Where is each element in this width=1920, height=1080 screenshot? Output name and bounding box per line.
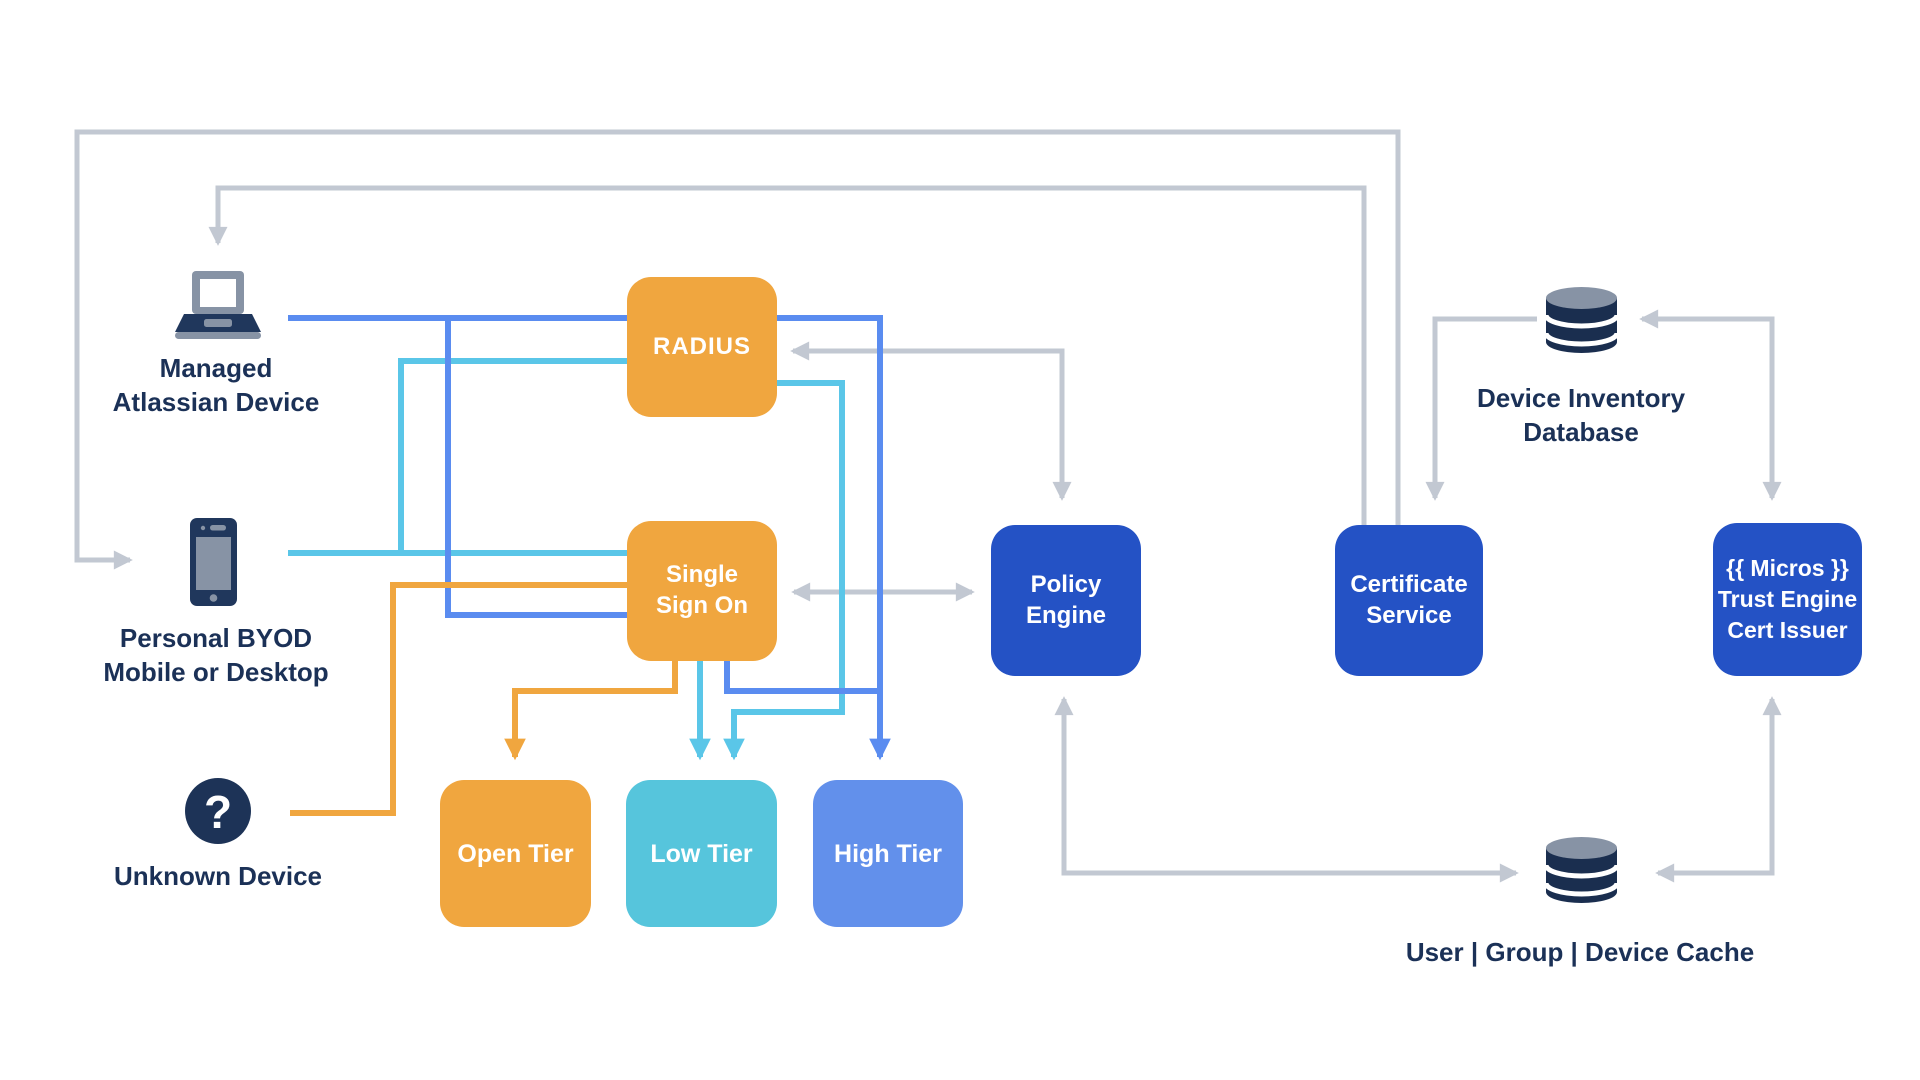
wire-unknown-to-sso: [290, 582, 627, 816]
question-mark-glyph: ?: [203, 786, 233, 838]
device-inventory-database-icon: [1543, 287, 1620, 354]
wire-policy-engine-user-cache: [1054, 696, 1519, 883]
cyan-connectors: [288, 358, 845, 761]
wire-inventory-db-to-cert: [1425, 316, 1537, 501]
node-policy-engine: Policy Engine: [991, 525, 1141, 676]
node-radius-label: RADIUS: [652, 332, 751, 360]
orange-connectors: [290, 582, 678, 816]
node-single-sign-on: Single Sign On: [627, 521, 777, 661]
node-open-tier-label: Open Tier: [457, 839, 574, 868]
node-trust-engine-label: {{ Micros }} Trust Engine Cert Issuer: [1717, 554, 1858, 644]
wire-trust-engine-inventory-db: [1639, 309, 1782, 501]
wire-sso-to-high-tier: [724, 661, 880, 694]
wire-cert-to-byod-device: [74, 129, 1401, 570]
question-mark-icon: [185, 778, 251, 844]
node-sso-label: Single Sign On: [656, 561, 748, 619]
node-certificate-service-label: Certificate Service: [1350, 570, 1468, 629]
node-radius: RADIUS: [627, 277, 777, 417]
node-high-tier: High Tier: [813, 780, 963, 927]
managed-device-label: Managed Atlassian Device: [112, 353, 320, 417]
node-open-tier: Open Tier: [440, 780, 591, 927]
device-inventory-database-label: Device Inventory Database: [1476, 383, 1686, 447]
node-certificate-service: Certificate Service: [1335, 525, 1483, 676]
unknown-device-label: Unknown Device: [113, 861, 323, 891]
laptop-icon: [175, 271, 261, 339]
wire-managed-to-sso: [445, 318, 627, 618]
blue-connectors: [288, 315, 891, 761]
node-low-tier: Low Tier: [626, 780, 777, 927]
wire-radius-policy-engine: [790, 341, 1072, 501]
wire-sso-to-open-tier: [504, 661, 678, 761]
wire-managed-to-radius-high-tier: [288, 315, 891, 761]
node-policy-engine-label: Policy Engine: [1025, 570, 1106, 629]
node-low-tier-label: Low Tier: [650, 839, 753, 868]
node-high-tier-label: High Tier: [834, 839, 942, 868]
node-trust-engine-cert-issuer: {{ Micros }} Trust Engine Cert Issuer: [1713, 523, 1862, 676]
wire-byod-to-radius: [398, 358, 627, 553]
smartphone-icon: [190, 518, 237, 606]
user-cache-database-icon: [1543, 837, 1620, 903]
wire-radius-to-low-tier: [723, 380, 845, 761]
wire-cert-to-managed-device: [208, 185, 1367, 525]
user-cache-database-label: User | Group | Device Cache: [1405, 937, 1755, 967]
gray-connectors: [74, 129, 1782, 883]
wire-trust-engine-user-cache: [1655, 696, 1782, 883]
byod-device-label: Personal BYOD Mobile or Desktop: [103, 623, 329, 687]
